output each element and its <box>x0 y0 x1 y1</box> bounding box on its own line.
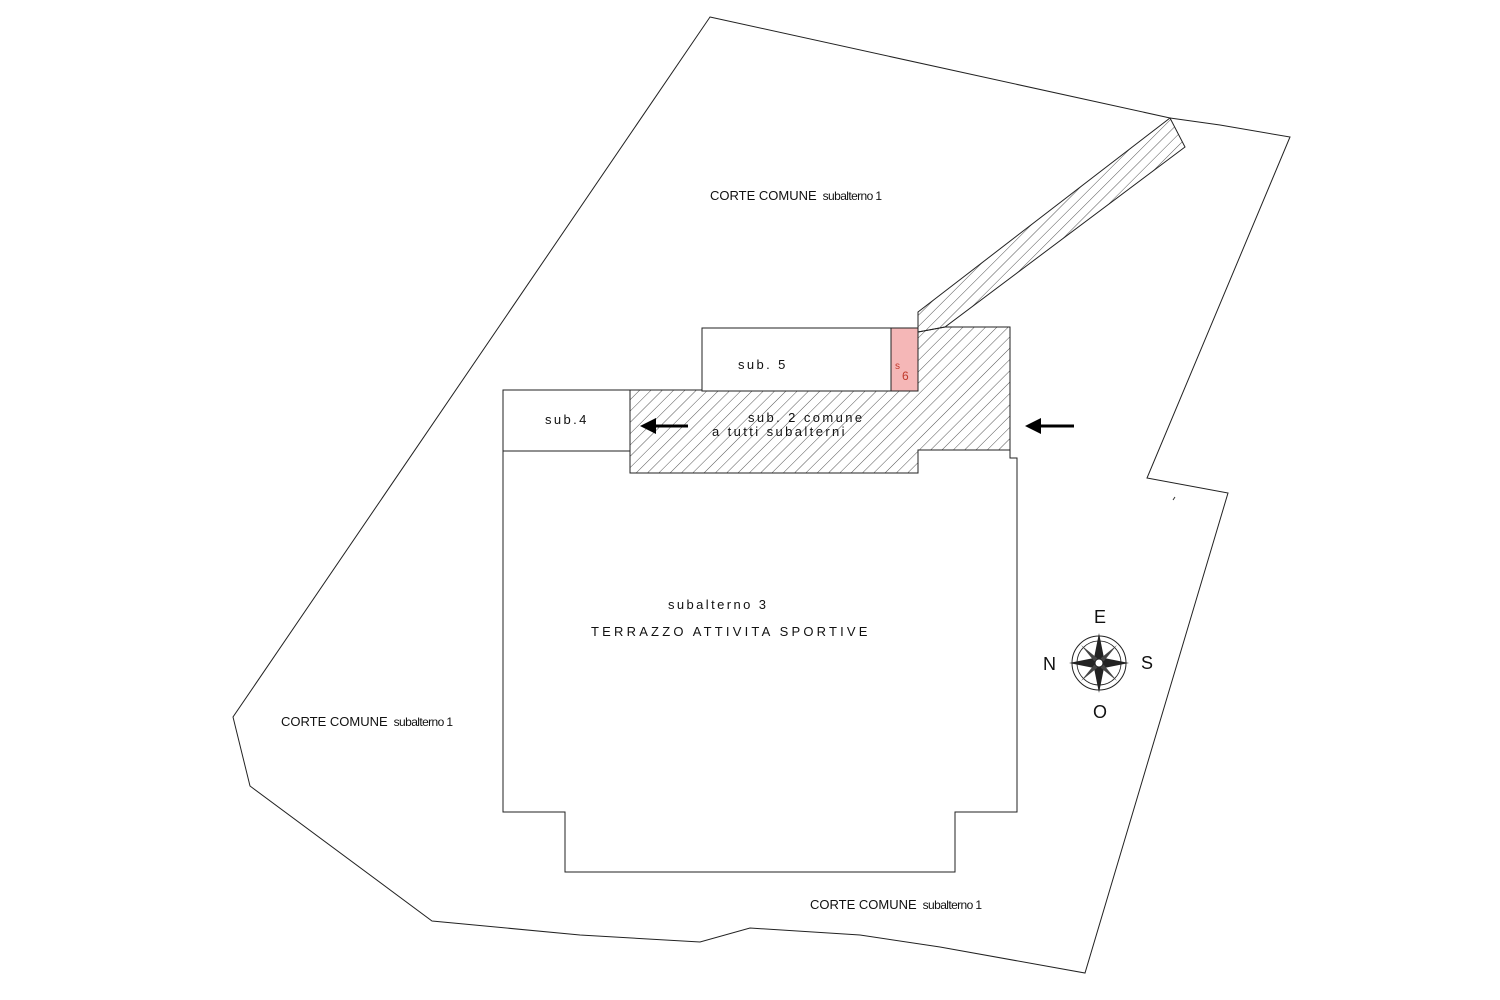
label-sub2-line1: sub. 2 comune <box>748 410 864 425</box>
site-boundary <box>232 16 1291 974</box>
label-sub4: sub.4 <box>545 412 589 427</box>
sub5-unit <box>701 327 892 392</box>
entry-arrow-left <box>640 418 688 434</box>
sub4-unit <box>502 389 631 452</box>
label-sub5: sub. 5 <box>738 357 788 372</box>
sub6-unit <box>890 327 919 392</box>
entry-arrow-right <box>1025 418 1074 434</box>
label-sub6-n: 6 <box>902 369 909 383</box>
sub3-terrace <box>502 449 1018 873</box>
compass-label-top: E <box>1094 607 1106 627</box>
label-sub3-line1: subalterno 3 <box>668 597 768 612</box>
label-sub6-s: s <box>895 361 900 372</box>
compass-label-bottom: O <box>1093 702 1107 722</box>
compass-label-right: S <box>1141 653 1153 673</box>
ramp-hatched <box>917 117 1186 333</box>
label-sub3-line2: TERRAZZO ATTIVITA SPORTIVE <box>591 624 871 639</box>
label-sub2-line2: a tutti subalterni <box>712 424 847 439</box>
compass-rose <box>1069 633 1129 693</box>
survey-mark <box>1172 496 1176 501</box>
compass-label-left: N <box>1043 654 1056 674</box>
